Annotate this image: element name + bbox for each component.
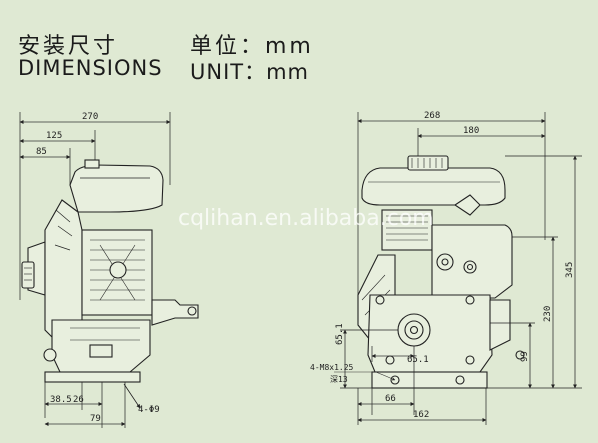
front-view-dimensions: 268 180 345 230 99 65.1 65.1 66 162 4-M8… — [310, 111, 577, 422]
unit-english: UNIT：mm — [190, 60, 310, 84]
dim-side-26: 26 — [73, 395, 84, 405]
fuel-tank-side — [69, 164, 164, 213]
output-shaft — [397, 313, 431, 347]
side-view — [19, 112, 199, 428]
title-chinese: 安装尺寸 — [18, 34, 119, 59]
dim-front-230: 230 — [543, 306, 553, 322]
thread-label: 4-M8x1.25 — [310, 363, 354, 372]
unit-chinese: 单位：mm — [190, 34, 314, 59]
front-view — [340, 112, 582, 425]
dim-side-79: 79 — [90, 414, 101, 424]
dim-front-66: 66 — [385, 394, 396, 404]
dim-front-shaft-height: 65.1 — [335, 323, 345, 345]
dim-front-shaft-offset: 65.1 — [407, 355, 429, 365]
thread-depth-label: 深13 — [330, 375, 348, 384]
side-view-dimensions: 270 125 85 38.5 26 79 4-Φ9 — [19, 112, 171, 426]
hole-label: 4-Φ9 — [138, 405, 160, 415]
title-english: DIMENSIONS — [18, 56, 163, 80]
dim-front-268: 268 — [424, 111, 440, 121]
base-front — [371, 371, 488, 389]
base-side — [44, 371, 141, 383]
dim-side-38-5: 38.5 — [50, 395, 72, 405]
dim-front-99: 99 — [520, 351, 530, 362]
dim-side-125: 125 — [46, 131, 62, 141]
dim-side-85: 85 — [36, 147, 47, 157]
dim-front-345: 345 — [565, 262, 575, 278]
dim-side-270: 270 — [82, 112, 98, 122]
dim-front-180: 180 — [463, 126, 479, 136]
fuel-tank-front — [361, 167, 506, 206]
dim-front-162: 162 — [413, 410, 429, 420]
watermark-text: cqlihan.en.alibaba.com — [178, 206, 434, 231]
